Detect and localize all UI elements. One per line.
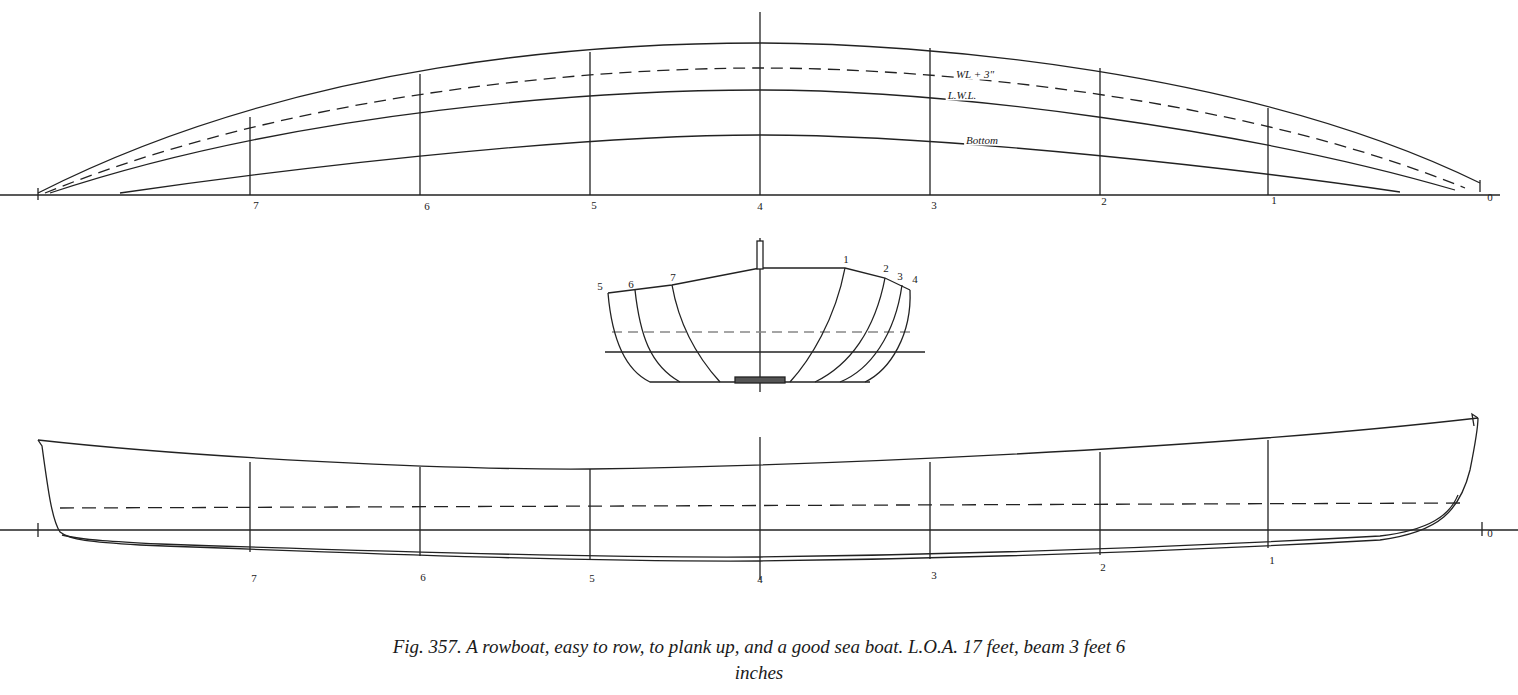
waterline-label: Bottom	[964, 135, 1000, 146]
station-number: 5	[591, 200, 597, 211]
station-number: 6	[420, 572, 426, 583]
station-number: 4	[757, 574, 763, 585]
station-number: 2	[1100, 562, 1106, 573]
station-number: 6	[628, 279, 634, 290]
station-number: 5	[597, 281, 603, 292]
station-number: 3	[931, 200, 937, 211]
station-number: 1	[843, 254, 849, 265]
station-number: 7	[253, 200, 259, 211]
station-number: 0	[1487, 192, 1493, 203]
station-number: 1	[1269, 555, 1275, 566]
waterline-label: WL + 3"	[954, 69, 996, 80]
station-number: 0	[1487, 528, 1493, 539]
station-number: 3	[897, 271, 903, 282]
station-number: 4	[757, 201, 763, 212]
station-number: 1	[1271, 195, 1277, 206]
station-number: 3	[931, 570, 937, 581]
figure-caption: Fig. 357. A rowboat, easy to row, to pla…	[379, 634, 1139, 686]
station-number: 2	[1101, 196, 1107, 207]
waterline-label: L.W.L.	[946, 90, 979, 101]
station-number: 7	[251, 573, 257, 584]
station-number: 4	[912, 274, 918, 285]
station-number: 5	[589, 573, 595, 584]
station-number: 6	[424, 201, 430, 212]
station-number: 2	[883, 263, 889, 274]
station-number: 7	[670, 272, 676, 283]
